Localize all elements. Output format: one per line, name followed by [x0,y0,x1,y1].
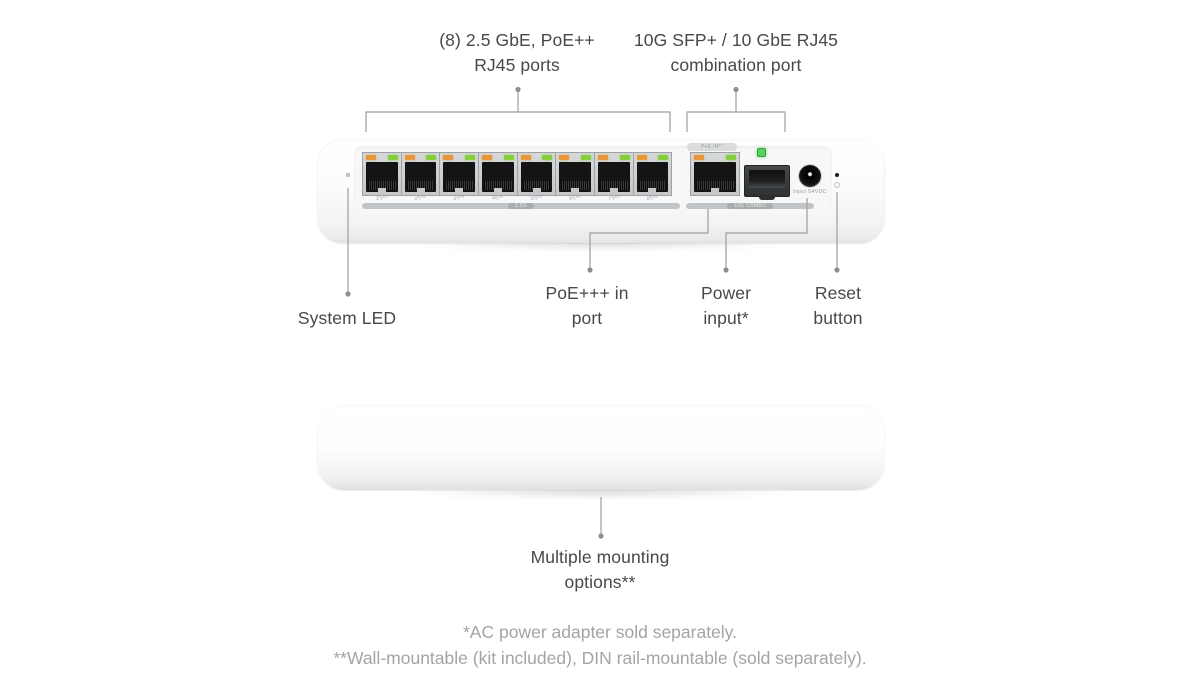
dot-combo [733,86,739,93]
power-jack-icon [799,165,821,187]
port4-jack [482,162,514,192]
ports-speed-bar: 2.5G [362,203,680,209]
port7-led-green-icon [619,155,630,160]
footnote-2: **Wall-mountable (kit included), DIN rai… [333,648,867,668]
port6-led-green-icon [581,155,592,160]
port8-led-green-icon [657,155,668,160]
rj45-port-2 [400,152,440,196]
callout-combo: 10G SFP+ / 10 GbE RJ45 combination port [611,28,861,78]
port-label-3: 3ϟ** [453,196,465,202]
system-led-icon [346,173,350,177]
callout-mounting-line2: options** [564,572,636,592]
rj45-port-7 [594,152,633,196]
power-jack-label: Input 54VDC [793,189,827,195]
port8-led-orange-icon [636,155,647,160]
port6-jack [559,162,592,192]
footnote-1: *AC power adapter sold separately. [463,622,737,642]
rj45-port-4 [478,152,517,196]
callout-poe-line2: port [571,308,603,328]
port2-led-orange-icon [404,155,415,160]
port1-jack [366,162,398,192]
port2-led-green-icon [426,155,437,160]
callout-ports-line2: RJ45 ports [474,55,560,75]
port-label-2: 2ϟ** [414,196,426,202]
rj45-port-row [362,152,672,196]
switch-back-view [318,406,884,490]
port6-led-orange-icon [559,155,570,160]
dot-mounting [598,533,604,539]
dot-power-input [723,267,729,273]
callout-mounting: Multiple mounting options** [500,545,700,595]
port3-led-green-icon [465,155,476,160]
port4-led-green-icon [503,155,514,160]
callout-poe-in: PoE+++ in port [512,281,662,331]
callout-ports: (8) 2.5 GbE, PoE++ RJ45 ports [397,28,637,78]
callout-power-line1: Power [700,283,752,303]
port4-led-orange-icon [482,155,493,160]
port-label-8: 8ϟ** [646,196,658,202]
rj45-port-6 [555,152,595,196]
rj45-port-5 [516,152,556,196]
combo-rj45-jack [694,162,736,192]
combo-led-green-icon [726,155,736,160]
port3-led-orange-icon [443,155,454,160]
callout-combo-line2: combination port [670,55,802,75]
switch-front-view: 1ϟ** 2ϟ** 3ϟ** 4ϟ** 5ϟ** 6ϟ** 7ϟ** 8ϟ** … [318,140,884,243]
callout-mounting-line1: Multiple mounting [530,547,670,567]
port-label-7: 7ϟ** [607,196,620,202]
combo-speed-label: 10G COMBO [726,203,774,209]
callout-ports-line1: (8) 2.5 GbE, PoE++ [439,30,595,50]
port1-led-green-icon [387,155,398,160]
sfp-plus-cage [744,165,790,200]
reset-hole-icon [835,173,839,177]
port-label-4: 4ϟ** [491,196,503,202]
dot-poe-in [587,267,593,273]
port3-jack [443,162,476,192]
port-number-labels: 1ϟ** 2ϟ** 3ϟ** 4ϟ** 5ϟ** 6ϟ** 7ϟ** 8ϟ** [362,196,672,202]
combo-port-top-label: PoE IN** [687,143,737,151]
port5-led-orange-icon [520,155,531,160]
sfp-led-icon [757,148,766,157]
callout-system-led: System LED [272,306,422,331]
port7-jack [598,162,630,192]
callout-power-input: Power input* [651,281,801,331]
port-label-1: 1ϟ** [375,196,387,202]
dot-ports [515,86,521,93]
combo-rj45-port [690,152,740,196]
callout-power-line2: input* [703,308,749,328]
callout-reset-line2: button [813,308,863,328]
callout-reset-button: Reset button [763,281,913,331]
rj45-port-3 [439,152,479,196]
callout-poe-line1: PoE+++ in [545,283,629,303]
dot-reset [834,267,840,273]
footnotes: *AC power adapter sold separately. **Wal… [0,619,1200,671]
bracket-combo [686,111,786,132]
callout-combo-line1: 10G SFP+ / 10 GbE RJ45 [633,30,839,50]
port-label-6: 6ϟ** [569,196,581,202]
combo-speed-bar: 10G COMBO [686,203,814,209]
dot-system-led [345,291,351,297]
reset-button-icon [834,182,840,188]
combo-led-orange-icon [694,155,704,160]
port5-led-green-icon [542,155,553,160]
callout-reset-line1: Reset [814,283,862,303]
port2-jack [404,162,437,192]
port5-jack [520,162,553,192]
port-label-5: 5ϟ** [530,196,542,202]
port8-jack [636,162,668,192]
rj45-port-8 [632,152,672,196]
port7-led-orange-icon [598,155,609,160]
rj45-port-1 [362,152,401,196]
bracket-ports [365,111,671,132]
port1-led-orange-icon [366,155,376,160]
callout-system-led-line1: System LED [297,308,397,328]
ports-speed-label: 2.5G [507,203,535,209]
